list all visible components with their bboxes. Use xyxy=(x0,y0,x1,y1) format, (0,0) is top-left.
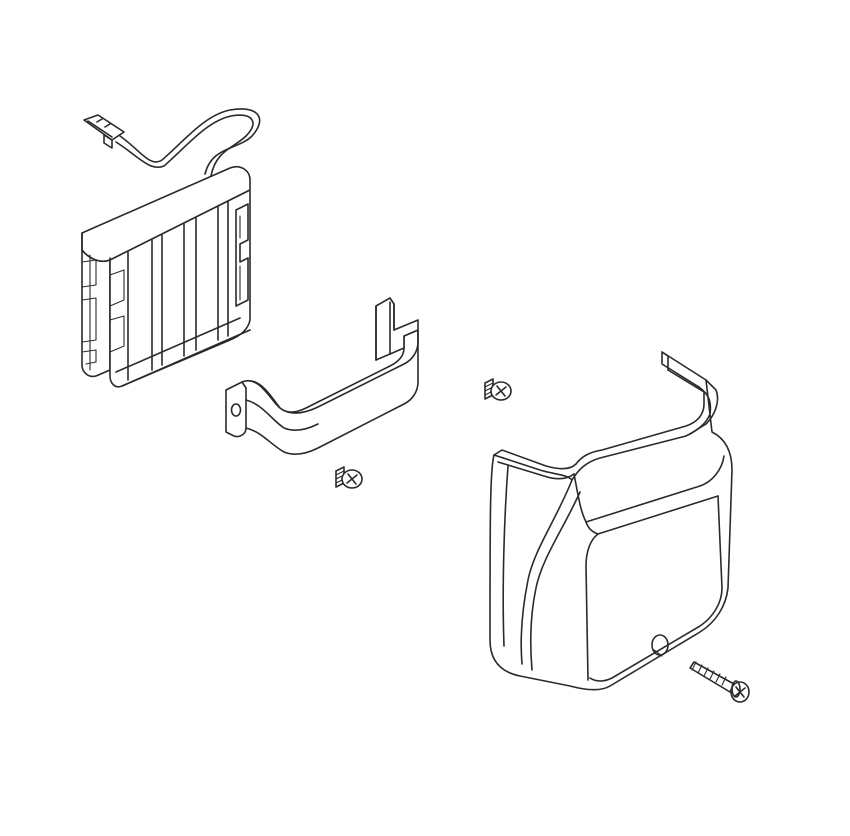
connector-wires xyxy=(115,108,261,177)
mounting-bracket xyxy=(225,297,419,455)
screw-long xyxy=(689,661,750,703)
connector-plug xyxy=(83,114,125,149)
screw-small-1 xyxy=(484,378,512,401)
battery-cover xyxy=(489,351,733,691)
battery-pack-body xyxy=(81,165,251,388)
screw-small-2 xyxy=(335,466,363,489)
battery-pack xyxy=(81,108,261,388)
